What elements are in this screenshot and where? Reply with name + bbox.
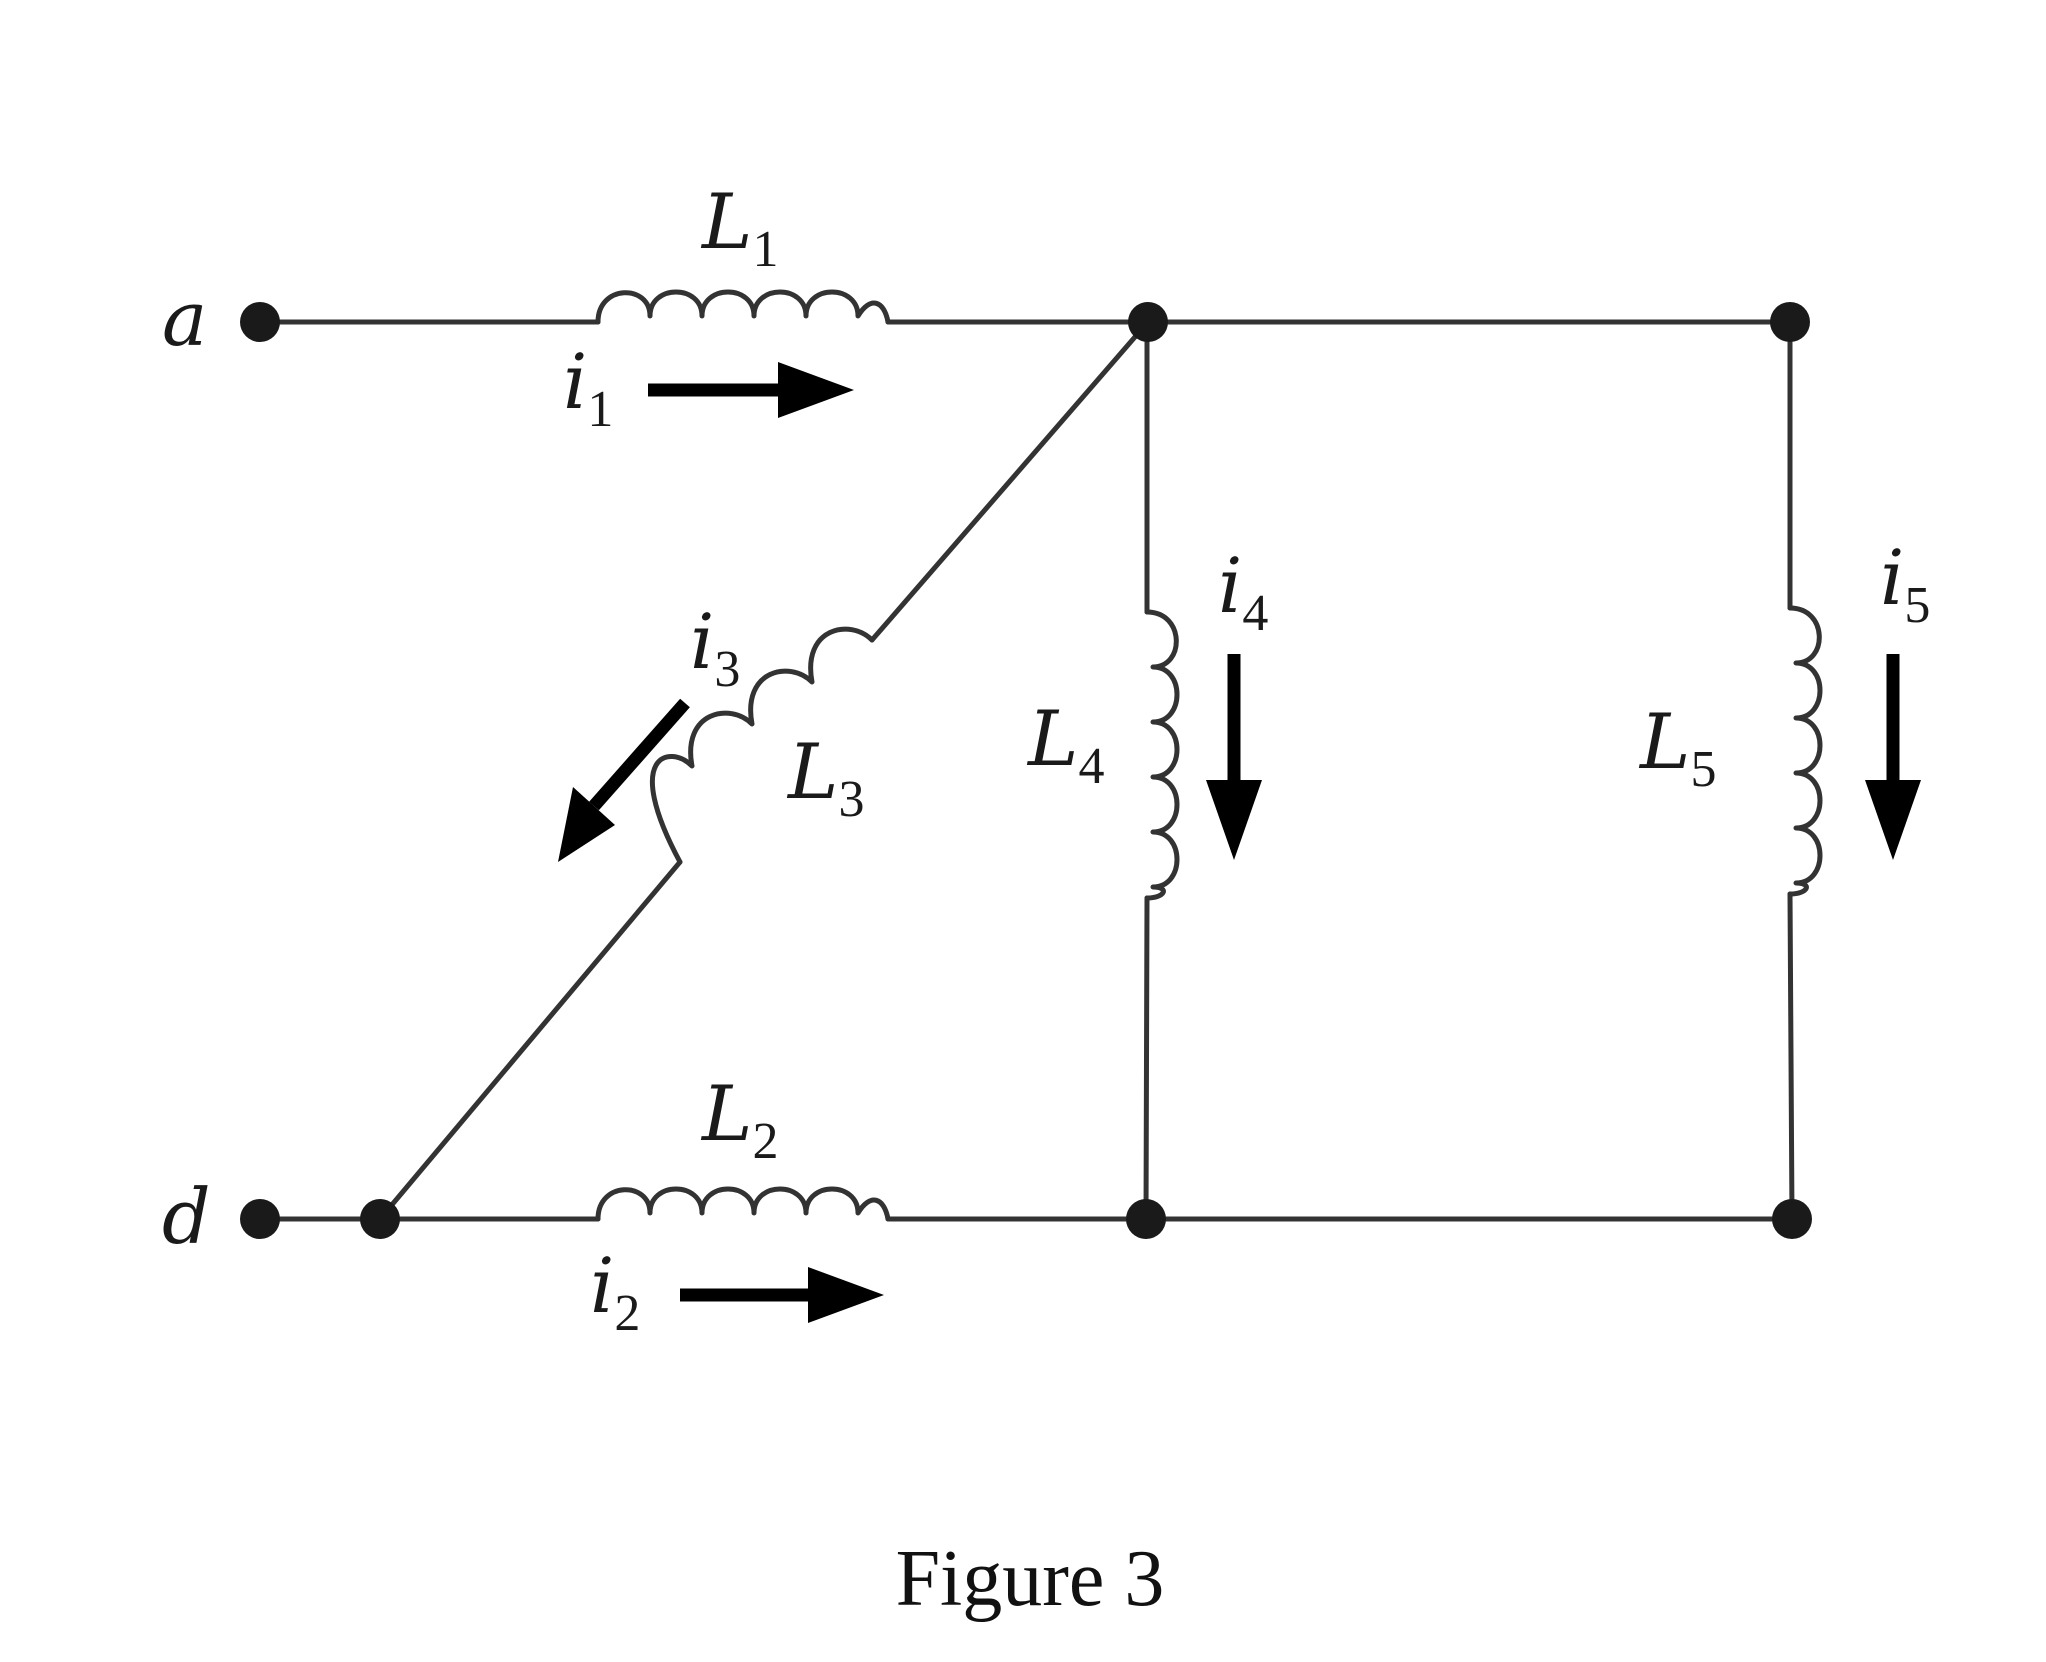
- inductor-L2: [595, 1186, 891, 1222]
- inductor-L4: [1144, 609, 1180, 901]
- inductor-L5: [1787, 605, 1823, 897]
- node-bottom-middle: [1126, 1199, 1166, 1239]
- terminal-a-label: a: [162, 274, 207, 363]
- nodes: [240, 302, 1812, 1239]
- label-i4: i4: [1218, 541, 1268, 642]
- wire-diagonal-upper: [869, 319, 1151, 643]
- terminal-d-dot[interactable]: [240, 1199, 280, 1239]
- labels: a d L1 L2 L3 L4 L5 i1 i2 i3: [162, 177, 1930, 1623]
- label-L1: L1: [700, 177, 778, 278]
- label-L3: L3: [786, 727, 864, 828]
- node-bottom-right: [1772, 1199, 1812, 1239]
- node-top-right: [1770, 302, 1810, 342]
- label-i2: i2: [590, 1241, 640, 1342]
- label-L2: L2: [700, 1069, 778, 1170]
- inductor-L4-coil: [1144, 609, 1180, 901]
- current-arrows: [558, 362, 1921, 1323]
- arrow-i3: [558, 698, 690, 862]
- wire-L4-bottom: [1143, 895, 1150, 1222]
- label-i3: i3: [690, 597, 740, 698]
- node-bottom-left: [360, 1199, 400, 1239]
- wire-diagonal-lower: [377, 859, 683, 1222]
- inductor-L5-coil: [1787, 605, 1823, 897]
- arrow-i1: [648, 362, 854, 418]
- inductor-L3-coil: [649, 626, 875, 865]
- inductor-L3: [649, 626, 875, 865]
- label-L5: L5: [1638, 697, 1716, 798]
- wires: [257, 319, 1795, 1222]
- terminal-d-label: d: [162, 1172, 211, 1261]
- arrow-i5: [1865, 654, 1921, 860]
- node-top-middle: [1128, 302, 1168, 342]
- inductor-L2-coil: [595, 1186, 891, 1222]
- inductor-L1-coil: [595, 289, 891, 325]
- figure-caption: Figure 3: [896, 1535, 1165, 1623]
- inductor-L1: [595, 289, 891, 325]
- terminal-a-dot[interactable]: [240, 302, 280, 342]
- label-i5: i5: [1880, 533, 1930, 634]
- arrow-i2: [680, 1267, 884, 1323]
- label-L4: L4: [1026, 694, 1104, 795]
- arrow-i4: [1206, 654, 1262, 860]
- label-i1: i1: [563, 337, 613, 438]
- wire-L5-bottom: [1787, 891, 1795, 1222]
